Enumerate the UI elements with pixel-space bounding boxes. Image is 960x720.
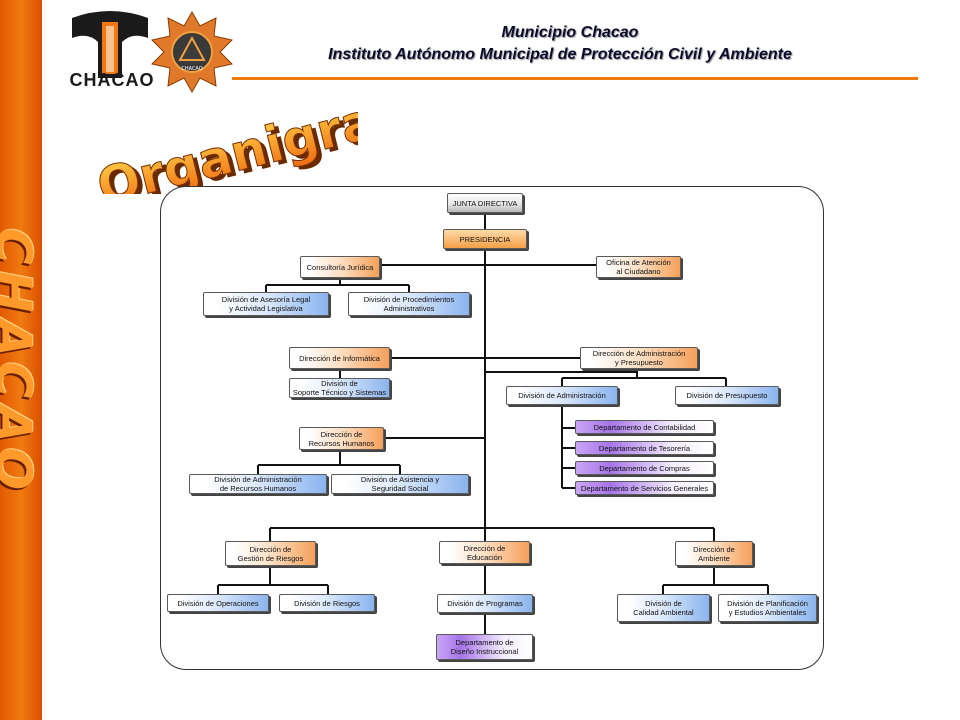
box-division-asistencia-seguridad-social: División de Asistencia y Seguridad Socia…: [331, 474, 469, 494]
box-division-procedimientos: División de Procedimientos Administrativ…: [348, 292, 470, 316]
box-departamento-diseno-instruccional: Departamento de Diseño Instruccional: [436, 634, 533, 660]
header-divider: [232, 77, 918, 80]
box-division-soporte-tecnico: División de Soporte Técnico y Sistemas: [289, 378, 390, 398]
box-direccion-gestion-riesgos: Dirección de Gestión de Riesgos: [225, 541, 316, 566]
box-division-programas: División de Programas: [437, 594, 533, 613]
box-division-administracion: División de Administración: [506, 386, 618, 405]
box-division-riesgos: División de Riesgos: [279, 594, 375, 612]
box-departamento-compras: Departamento de Compras: [575, 461, 714, 475]
side-banner: CHACAO: [0, 0, 42, 720]
box-direccion-informatica: Dirección de Informática: [289, 347, 390, 369]
box-direccion-administracion-presupuesto: Dirección de Administración y Presupuest…: [580, 347, 698, 369]
box-division-presupuesto: División de Presupuesto: [675, 386, 779, 405]
box-division-operaciones: División de Operaciones: [167, 594, 269, 612]
box-direccion-recursos-humanos: Dirección de Recursos Humanos: [299, 427, 384, 450]
header-instituto: Instituto Autónomo Municipal de Protecci…: [328, 46, 792, 63]
box-division-asesoria-legal: División de Asesoría Legal y Actividad L…: [203, 292, 329, 316]
chacao-logo-text: CHACAO: [69, 70, 155, 90]
box-consultoria-juridica: Consultoría Jurídica: [300, 256, 380, 278]
box-direccion-educacion: Dirección de Educación: [439, 541, 530, 564]
box-departamento-servicios-generales: Departamento de Servicios Generales: [575, 481, 714, 495]
box-junta-directiva: JUNTA DIRECTIVA: [447, 193, 523, 213]
box-oficina-atencion-ciudadano: Oficina de Atención al Ciudadano: [596, 256, 681, 278]
box-division-administracion-rrhh: División de Administración de Recursos H…: [189, 474, 327, 494]
box-direccion-ambiente: Dirección de Ambiente: [675, 541, 753, 566]
page-title: Organigrama Organigrama: [91, 94, 358, 194]
chacao-logo-icon: [72, 11, 148, 78]
box-departamento-contabilidad: Departamento de Contabilidad: [575, 420, 714, 434]
header-municipio: Municipio Chacao: [501, 24, 639, 41]
box-presidencia: PRESIDENCIA: [443, 229, 527, 249]
seal-text: CHACAO: [181, 66, 202, 72]
box-departamento-tesoreria: Departamento de Tesorería: [575, 441, 714, 455]
proteccion-civil-seal-icon: CHACAO: [151, 10, 233, 94]
box-division-planificacion-estudios: División de Planificación y Estudios Amb…: [718, 594, 817, 622]
box-division-calidad-ambiental: División de Calidad Ambiental: [617, 594, 710, 622]
